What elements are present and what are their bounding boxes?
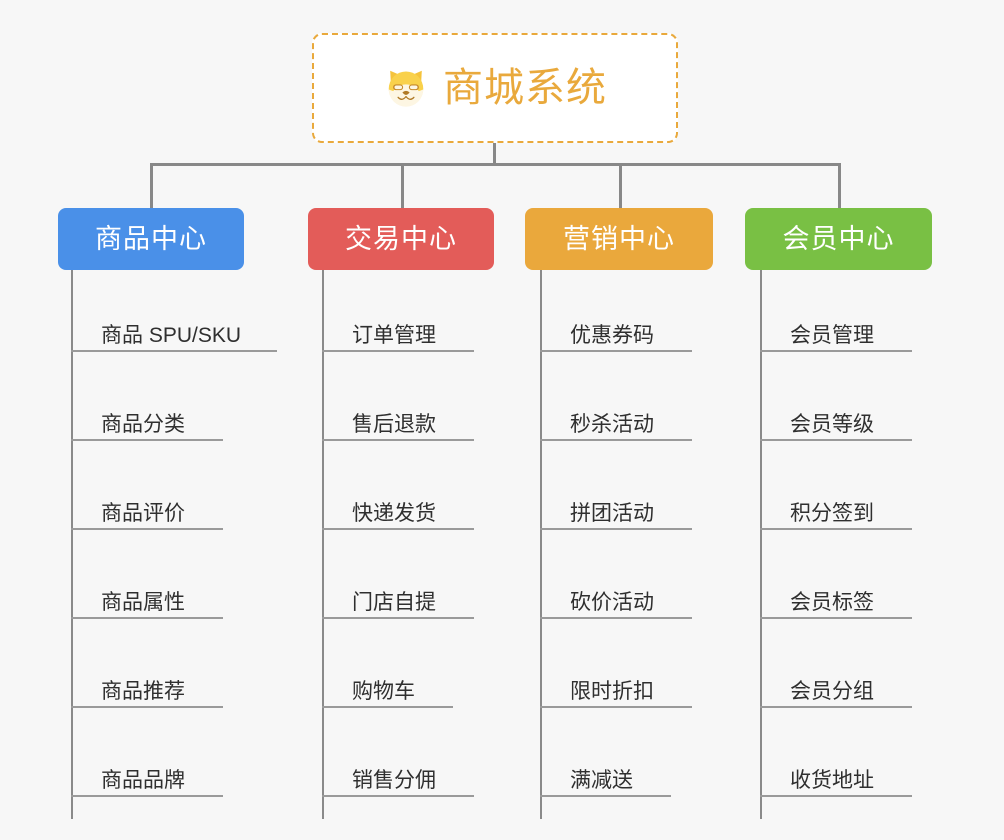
branch-label-1: 交易中心 bbox=[345, 223, 457, 254]
leaf-label: 商品属性 bbox=[101, 591, 185, 614]
leaf-underline bbox=[760, 439, 912, 441]
leaf-underline bbox=[540, 706, 692, 708]
leaf-underline bbox=[540, 439, 692, 441]
leaf-underline bbox=[71, 350, 277, 352]
root-title: 商城系统 bbox=[443, 66, 607, 110]
leaf-underline bbox=[322, 350, 474, 352]
branch-label-2: 营销中心 bbox=[563, 223, 675, 254]
leaf-underline bbox=[322, 706, 453, 708]
leaf-underline bbox=[760, 350, 912, 352]
leaf-label: 会员管理 bbox=[790, 324, 874, 347]
connector-root-stem bbox=[493, 143, 496, 165]
leaf-label: 商品品牌 bbox=[101, 769, 185, 792]
connector-drop-2 bbox=[401, 163, 404, 209]
leaf-label: 快递发货 bbox=[352, 502, 436, 525]
connector-horizontal-bus bbox=[150, 163, 840, 166]
leaf-underline bbox=[760, 795, 912, 797]
leaf-underline bbox=[760, 617, 912, 619]
branch-box-0[interactable]: 商品中心 bbox=[58, 208, 244, 270]
leaf-underline bbox=[322, 439, 474, 441]
leaf-underline bbox=[540, 617, 692, 619]
leaf-label: 购物车 bbox=[352, 680, 415, 703]
leaf-underline bbox=[71, 528, 223, 530]
leaf-label: 会员分组 bbox=[790, 680, 874, 703]
branch-box-3[interactable]: 会员中心 bbox=[745, 208, 932, 270]
leaf-underline bbox=[540, 528, 692, 530]
branch-label-0: 商品中心 bbox=[95, 223, 207, 254]
leaf-label: 满减送 bbox=[570, 769, 633, 792]
leaf-underline bbox=[71, 706, 223, 708]
root-node[interactable]: 商城系统 bbox=[312, 33, 678, 143]
leaf-label: 砍价活动 bbox=[570, 591, 654, 614]
branch-trunk-0 bbox=[71, 270, 73, 819]
branch-label-3: 会员中心 bbox=[782, 223, 895, 254]
branch-trunk-2 bbox=[540, 270, 542, 819]
leaf-underline bbox=[71, 795, 223, 797]
connector-drop-3 bbox=[619, 163, 622, 209]
leaf-underline bbox=[71, 617, 223, 619]
connector-drop-1 bbox=[150, 163, 153, 209]
leaf-label: 商品推荐 bbox=[101, 680, 185, 703]
leaf-underline bbox=[71, 439, 223, 441]
leaf-label: 商品 SPU/SKU bbox=[101, 324, 242, 347]
leaf-label: 商品评价 bbox=[101, 502, 185, 525]
leaf-label: 收货地址 bbox=[790, 769, 874, 792]
leaf-underline bbox=[760, 706, 912, 708]
leaf-underline bbox=[760, 528, 912, 530]
leaf-label: 会员等级 bbox=[790, 413, 874, 436]
leaf-underline bbox=[540, 350, 692, 352]
leaf-label: 优惠券码 bbox=[570, 324, 654, 347]
connector-drop-4 bbox=[838, 163, 841, 209]
leaf-label: 会员标签 bbox=[790, 591, 874, 614]
shiba-dog-face-icon bbox=[383, 65, 429, 111]
leaf-label: 销售分佣 bbox=[352, 769, 436, 792]
leaf-underline bbox=[322, 795, 474, 797]
leaf-label: 门店自提 bbox=[352, 591, 436, 614]
leaf-label: 限时折扣 bbox=[570, 680, 654, 703]
leaf-label: 订单管理 bbox=[352, 324, 436, 347]
leaf-label: 积分签到 bbox=[790, 502, 874, 525]
branch-box-1[interactable]: 交易中心 bbox=[308, 208, 494, 270]
branch-trunk-3 bbox=[760, 270, 762, 819]
leaf-label: 售后退款 bbox=[352, 413, 436, 436]
leaf-underline bbox=[540, 795, 671, 797]
branch-trunk-1 bbox=[322, 270, 324, 819]
leaf-underline bbox=[322, 617, 474, 619]
leaf-label: 拼团活动 bbox=[570, 502, 654, 525]
leaf-label: 商品分类 bbox=[101, 413, 185, 436]
leaf-underline bbox=[322, 528, 474, 530]
branch-box-2[interactable]: 营销中心 bbox=[525, 208, 713, 270]
leaf-label: 秒杀活动 bbox=[570, 413, 654, 436]
